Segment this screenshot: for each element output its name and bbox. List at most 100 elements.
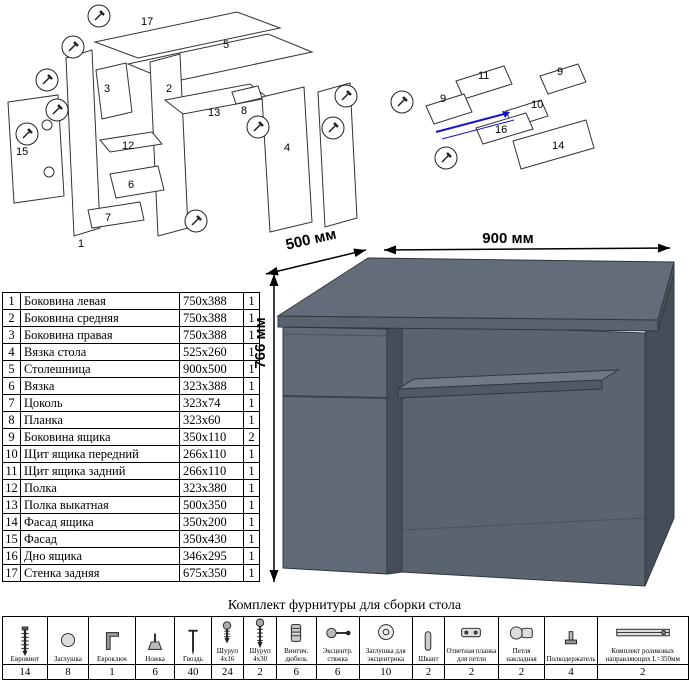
panel-side-left xyxy=(65,49,101,237)
hardware-cell: Винтич. дюбель xyxy=(275,616,317,665)
hardware-label: Заглушка xyxy=(53,655,82,663)
part-size: 323x380 xyxy=(179,479,244,497)
hardware-qty: 2 xyxy=(497,664,546,680)
hardware-qty: 2 xyxy=(596,664,689,680)
hardware-label: Винтич. дюбель xyxy=(284,648,309,663)
hardware-label: Ножка xyxy=(145,655,165,663)
part-number: 17 xyxy=(2,564,21,582)
part-label: 10 xyxy=(531,99,543,111)
part-label: 9 xyxy=(557,66,563,78)
hardware-cell: Эксцентр. стяжка xyxy=(315,616,360,665)
part-size: 323x74 xyxy=(179,394,244,412)
hardware-label: Полкодержатель xyxy=(546,655,596,663)
part-size: 323x388 xyxy=(179,377,244,395)
part-size: 500x350 xyxy=(179,496,244,514)
desk-render: 900 мм 500 мм 766 мм xyxy=(252,228,675,587)
hardware-qty: 2 xyxy=(243,664,277,680)
roller-guide-lines xyxy=(435,111,515,140)
part-number: 9 xyxy=(2,428,21,446)
part-number-labels: 11 9 10 9 16 14 xyxy=(440,66,564,152)
part-name: Планка xyxy=(20,411,180,429)
hardware-label: Гвоздь xyxy=(182,655,203,663)
part-qty: 1 xyxy=(243,326,260,344)
leg-icon xyxy=(147,633,163,650)
part-number: 7 xyxy=(2,394,21,412)
part-label: 17 xyxy=(141,16,153,28)
hinge-cup-top xyxy=(41,119,53,131)
hardware-label: Шуруп 4x30 xyxy=(249,648,271,663)
confirmat-screw-icon xyxy=(21,626,29,656)
panel-drawer-back xyxy=(455,65,513,100)
hardware-cell: Заглушка для эксцентрика xyxy=(358,616,413,665)
hardware-icon-row: Евровинт Заглушка Евроключ Ножка Гвоздь xyxy=(2,616,689,665)
part-size: 323x60 xyxy=(179,411,244,429)
hardware-table: Евровинт Заглушка Евроключ Ножка Гвоздь xyxy=(2,616,689,680)
panel-plinth xyxy=(87,201,145,229)
panel-brace xyxy=(109,165,165,199)
hardware-kit-title: Комплект фурнитуры для сборки стола xyxy=(227,598,462,613)
part-label: 7 xyxy=(105,212,111,224)
width-dimension-arrow xyxy=(383,243,671,255)
part-label: 2 xyxy=(166,83,172,95)
part-size: 266x110 xyxy=(179,462,244,480)
part-number: 11 xyxy=(2,462,21,480)
desk-top-surface xyxy=(276,257,675,321)
part-label: 4 xyxy=(284,142,290,154)
part-label: 14 xyxy=(552,140,564,152)
part-name: Полка выкатная xyxy=(20,496,180,514)
part-name: Щит ящика задний xyxy=(20,462,180,480)
hex-key-icon xyxy=(105,631,119,650)
part-name: Боковина ящика xyxy=(20,428,180,446)
hardware-cell: Комплект роликовых направляющих L=350мм xyxy=(596,616,689,665)
hardware-label: Комплект роликовых направляющих L=350мм xyxy=(605,648,680,663)
part-name: Дно ящика xyxy=(20,547,180,565)
part-number: 8 xyxy=(2,411,21,429)
panel-drawer-side-right xyxy=(539,63,587,95)
part-name: Щит ящика передний xyxy=(20,445,180,463)
hardware-qty: 4 xyxy=(544,664,598,680)
hardware-cell: Шкант xyxy=(411,616,446,665)
hardware-qty-row: 14 8 1 6 40 24 2 6 6 10 2 2 2 4 2 xyxy=(2,664,689,680)
width-dimension-label: 900 мм xyxy=(482,230,533,247)
part-label: 3 xyxy=(104,83,110,95)
hardware-label: Ответная планка для петли xyxy=(446,648,497,663)
hardware-cell: Ножка xyxy=(134,616,176,665)
hardware-label: Шуруп 4x16 xyxy=(216,648,238,663)
part-qty: 1 xyxy=(243,462,260,480)
hardware-qty: 24 xyxy=(210,664,245,680)
hardware-label: Петля накладная xyxy=(506,648,537,663)
part-label: 9 xyxy=(440,93,446,105)
part-name: Столешница xyxy=(20,360,180,378)
hardware-label: Евроключ xyxy=(96,655,127,663)
part-name: Боковина левая xyxy=(20,292,180,310)
exploded-diagram-desk: 17 5 3 2 1 15 12 13 6 7 4 8 xyxy=(7,4,358,250)
desk-pedestal-front xyxy=(282,326,388,575)
hardware-label: Евровинт xyxy=(10,655,40,663)
hardware-qty: 2 xyxy=(411,664,446,680)
roller-guides-icon xyxy=(616,628,670,637)
hardware-qty: 8 xyxy=(46,664,90,680)
part-number: 2 xyxy=(2,309,21,327)
panel-shelf xyxy=(99,131,163,153)
hardware-qty: 6 xyxy=(134,664,176,680)
hardware-qty: 10 xyxy=(358,664,413,680)
hardware-cell: Ответная планка для петли xyxy=(444,616,499,665)
screw-large-icon xyxy=(255,618,265,648)
screw-small-icon xyxy=(223,621,232,644)
threaded-dowel-icon xyxy=(291,624,302,642)
nail-icon xyxy=(188,629,198,655)
part-number: 1 xyxy=(2,292,21,310)
hinge-plate-icon xyxy=(461,627,482,638)
